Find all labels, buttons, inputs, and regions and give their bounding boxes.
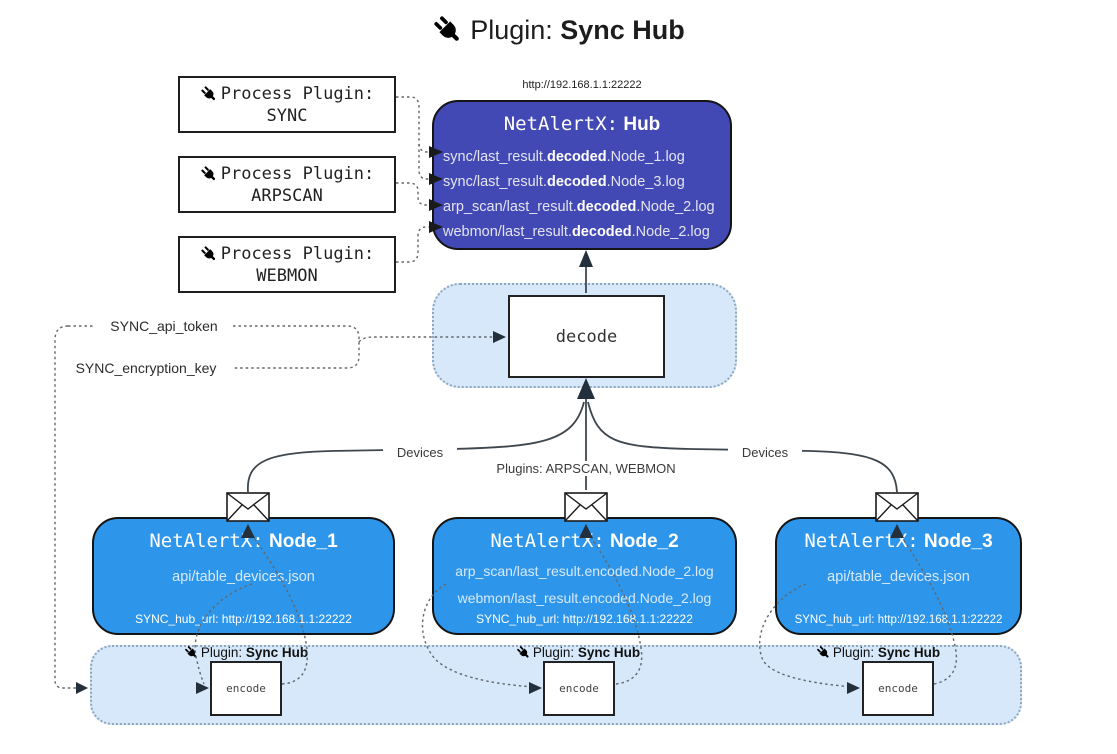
- node2-box: NetAlertX: Node_2 arp_scan/last_result.e…: [432, 517, 737, 635]
- node1-box: NetAlertX: Node_1 api/table_devices.json…: [92, 517, 395, 635]
- page-title: Plugin: Sync Hub: [0, 14, 1117, 46]
- hub-file-row: sync/last_result.decoded.Node_1.log: [443, 149, 685, 165]
- edge-settings-keys: [54, 325, 506, 694]
- encode-box: encode: [543, 661, 615, 716]
- node-hub-url: SYNC_hub_url: http://192.168.1.1:22222: [794, 614, 1003, 626]
- plug-icon: [432, 14, 464, 46]
- hub-file-row: sync/last_result.decoded.Node_3.log: [443, 174, 685, 190]
- hub-file-row: webmon/last_result.decoded.Node_2.log: [443, 224, 710, 240]
- node-file-list: api/table_devices.json: [827, 569, 970, 585]
- node-hub-url: SYNC_hub_url: http://192.168.1.1:22222: [476, 612, 693, 626]
- node-title-prefix: NetAlertX:: [804, 530, 919, 552]
- devices-left-label: Devices: [383, 445, 457, 460]
- encode-plugin-label: Plugin: Sync Hub: [151, 645, 341, 660]
- plug-icon: [816, 645, 831, 660]
- node-title-prefix: NetAlertX:: [490, 530, 605, 552]
- process-plugin-name: ARPSCAN: [251, 185, 323, 206]
- encode-plugin-label: Plugin: Sync Hub: [783, 645, 973, 660]
- process-plugin-label: Process Plugin:: [220, 163, 375, 184]
- hub-url-label: http://192.168.1.1:22222: [522, 79, 642, 91]
- plug-icon: [184, 645, 199, 660]
- node-title-name: Node_3: [924, 531, 993, 552]
- sync-api-token-label: SYNC_api_token: [95, 318, 233, 334]
- title-name: Sync Hub: [560, 15, 685, 45]
- node-file-list: api/table_devices.json: [172, 569, 315, 585]
- node-hub-url: SYNC_hub_url: http://192.168.1.1:22222: [135, 612, 352, 626]
- node-title-name: Node_2: [610, 531, 679, 552]
- decode-box: decode: [508, 295, 665, 378]
- encode-box: encode: [862, 661, 934, 716]
- node-title-prefix: NetAlertX:: [149, 530, 264, 552]
- process-plugin-arpscan-box: Process Plugin: ARPSCAN: [178, 156, 396, 213]
- plug-icon: [516, 645, 531, 660]
- plug-icon: [199, 244, 218, 263]
- node3-box: NetAlertX: Node_3 api/table_devices.json…: [775, 517, 1022, 635]
- process-plugin-sync-box: Process Plugin: SYNC: [178, 76, 396, 133]
- process-plugin-label: Process Plugin:: [220, 243, 375, 264]
- envelope-icon: [875, 492, 919, 522]
- hub-title-prefix: NetAlertX:: [503, 113, 619, 135]
- hub-file-row: arp_scan/last_result.decoded.Node_2.log: [443, 199, 715, 215]
- process-plugin-name: WEBMON: [256, 265, 318, 286]
- encode-plugin-label: Plugin: Sync Hub: [483, 645, 673, 660]
- plug-icon: [199, 84, 218, 103]
- hub-title-name: Hub: [623, 114, 661, 135]
- sync-encryption-key-label: SYNC_encryption_key: [60, 360, 232, 376]
- hub-file-list: sync/last_result.decoded.Node_1.log sync…: [443, 145, 730, 245]
- plugins-center-label: Plugins: ARPSCAN, WEBMON: [486, 461, 686, 476]
- hub-box: NetAlertX: Hub sync/last_result.decoded.…: [432, 100, 732, 250]
- envelope-icon: [564, 492, 608, 522]
- title-prefix: Plugin:: [470, 15, 553, 45]
- node-title-name: Node_1: [269, 531, 338, 552]
- devices-right-label: Devices: [728, 445, 802, 460]
- envelope-icon: [226, 492, 270, 522]
- process-plugin-name: SYNC: [266, 105, 308, 126]
- process-plugin-label: Process Plugin:: [220, 83, 375, 104]
- plug-icon: [199, 164, 218, 183]
- encode-box: encode: [210, 661, 282, 716]
- process-plugin-webmon-box: Process Plugin: WEBMON: [178, 236, 396, 293]
